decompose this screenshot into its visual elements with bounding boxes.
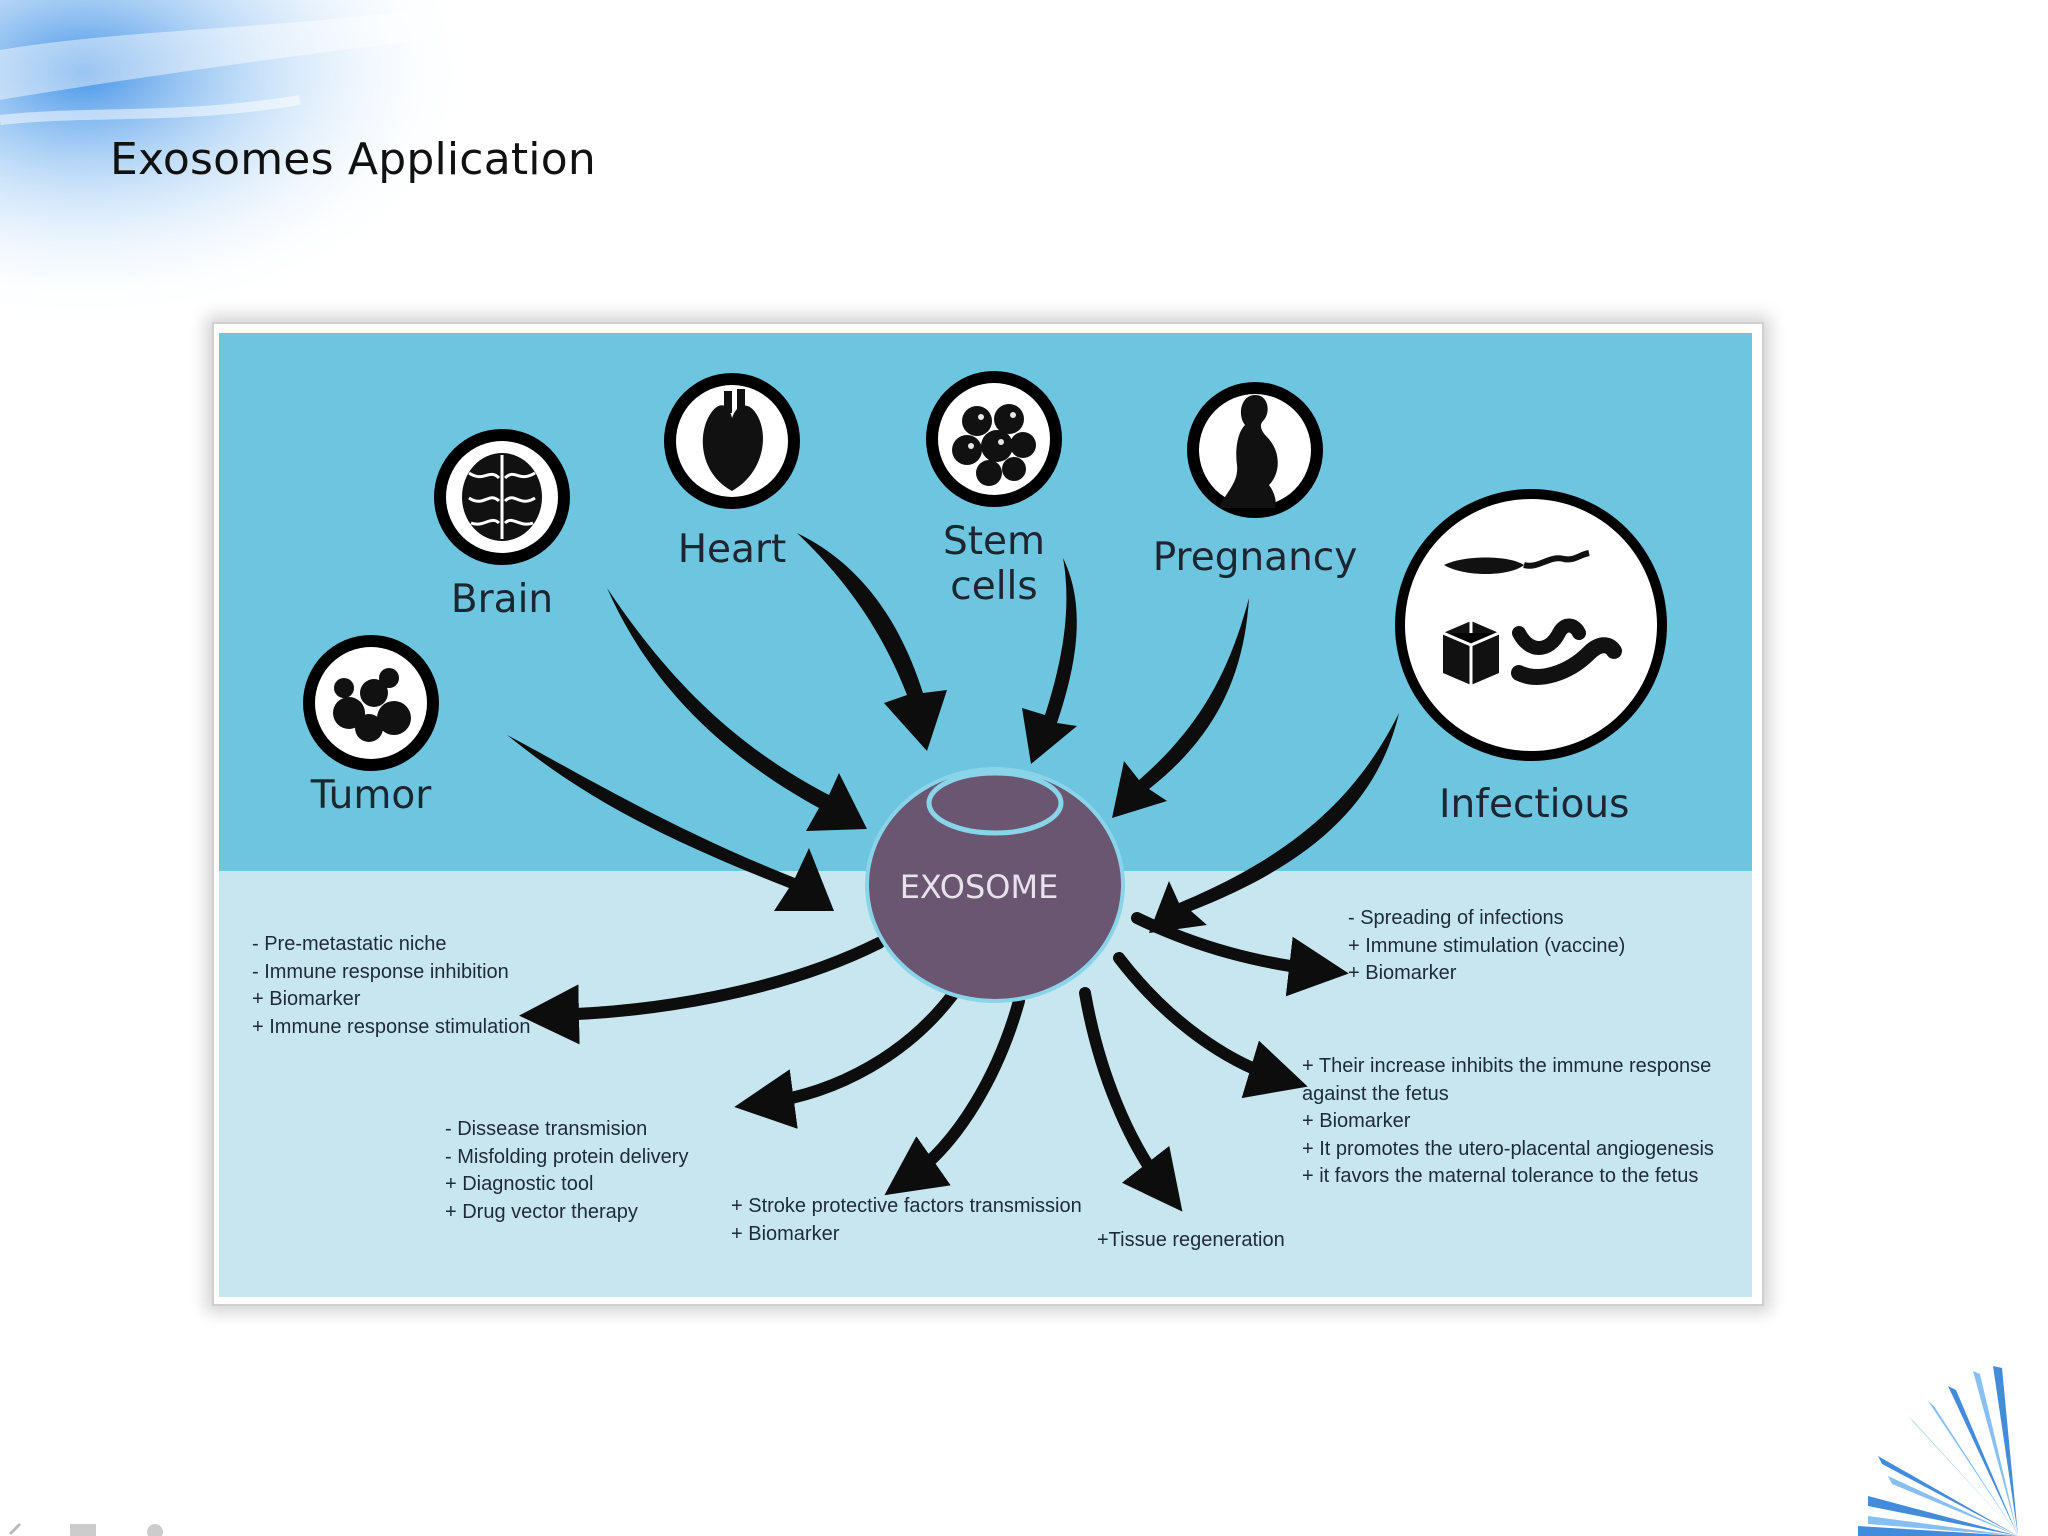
arrow-out-heart (884, 995, 1025, 1196)
heart-icon (664, 373, 800, 509)
note-line: + Diagnostic tool (445, 1173, 594, 1195)
note-line: - Pre-metastatic niche (252, 933, 447, 955)
prev-slide-icon[interactable] (8, 1522, 22, 1536)
notes-tumor: - Pre-metastatic niche - Immune response… (252, 931, 530, 1041)
label-stem-cells-line2: cells (950, 564, 1038, 609)
arrow-tumor (507, 735, 834, 911)
exosome-diagram: Tumor Brain Heart Stem cells Pregnancy I… (219, 333, 1752, 1297)
notes-infectious: - Spreading of infections + Immune stimu… (1348, 905, 1625, 988)
label-stem-cells-line1: Stem (942, 519, 1046, 564)
corner-decoration-bottom-right (1858, 1366, 2018, 1536)
arrow-infectious (1149, 713, 1399, 933)
label-infectious: Infectious (1439, 782, 1630, 827)
label-pregnancy: Pregnancy (1152, 535, 1358, 580)
arrow-out-tumor (519, 937, 885, 1045)
brain-icon (434, 429, 570, 565)
note-line: + It promotes the utero-placental angiog… (1302, 1137, 1714, 1160)
slide-menu-icon[interactable] (70, 1524, 96, 1536)
arrow-out-brain (734, 987, 960, 1129)
slide-title: Exosomes Application (110, 134, 596, 185)
tumor-icon (303, 635, 439, 771)
exosome-sphere (865, 767, 1125, 1003)
label-stem-cells: Stem cells (914, 519, 1074, 609)
notes-stem-cells: +Tissue regeneration (1097, 1227, 1285, 1255)
outgoing-arrows (519, 912, 1349, 1212)
arrow-out-pregnancy (1113, 952, 1308, 1099)
note-line: + Drug vector therapy (445, 1200, 638, 1223)
arrow-heart (797, 533, 947, 751)
label-heart: Heart (677, 527, 787, 572)
note-line: + Their increase inhibits the immune res… (1302, 1055, 1712, 1077)
note-line: + Biomarker (1348, 962, 1457, 984)
arrow-out-infectious (1131, 912, 1349, 997)
slide-pen-icon[interactable] (147, 1524, 163, 1536)
diagram-canvas (219, 333, 1752, 1297)
note-line: against the fetus (1302, 1082, 1449, 1105)
label-brain: Brain (450, 577, 554, 622)
note-line: + Biomarker (1302, 1110, 1411, 1132)
note-line: + Biomarker (252, 988, 361, 1010)
note-line: + Immune response stimulation (252, 1015, 531, 1038)
note-line: + Stroke protective factors transmission (731, 1195, 1082, 1217)
note-line: - Dissease transmision (445, 1118, 648, 1140)
note-line: - Misfolding protein delivery (445, 1145, 689, 1168)
label-tumor: Tumor (310, 773, 432, 818)
note-line: + Immune stimulation (vaccine) (1348, 934, 1626, 957)
notes-pregnancy: + Their increase inhibits the immune res… (1302, 1053, 1714, 1191)
corner-decoration-top-left (0, 0, 560, 360)
slide-nav-controls[interactable] (0, 1516, 200, 1536)
arrow-brain (607, 588, 867, 831)
note-line: + it favors the maternal tolerance to th… (1302, 1165, 1699, 1187)
notes-heart: + Stroke protective factors transmission… (731, 1193, 1082, 1248)
note-line: - Spreading of infections (1348, 907, 1564, 929)
notes-brain: - Dissease transmision - Misfolding prot… (445, 1116, 688, 1226)
exosome-label: EXOSOME (899, 868, 1059, 906)
arrow-pregnancy (1112, 598, 1249, 818)
arrow-stem (1022, 558, 1077, 764)
stem-cells-icon (926, 371, 1062, 507)
note-line: - Immune response inhibition (252, 960, 509, 983)
incoming-arrows (507, 533, 1399, 933)
pregnancy-icon (1187, 382, 1323, 518)
note-line: +Tissue regeneration (1097, 1229, 1285, 1251)
arrow-out-stem (1079, 987, 1183, 1212)
pathogens-icon (1395, 489, 1667, 761)
note-line: + Biomarker (731, 1222, 840, 1245)
